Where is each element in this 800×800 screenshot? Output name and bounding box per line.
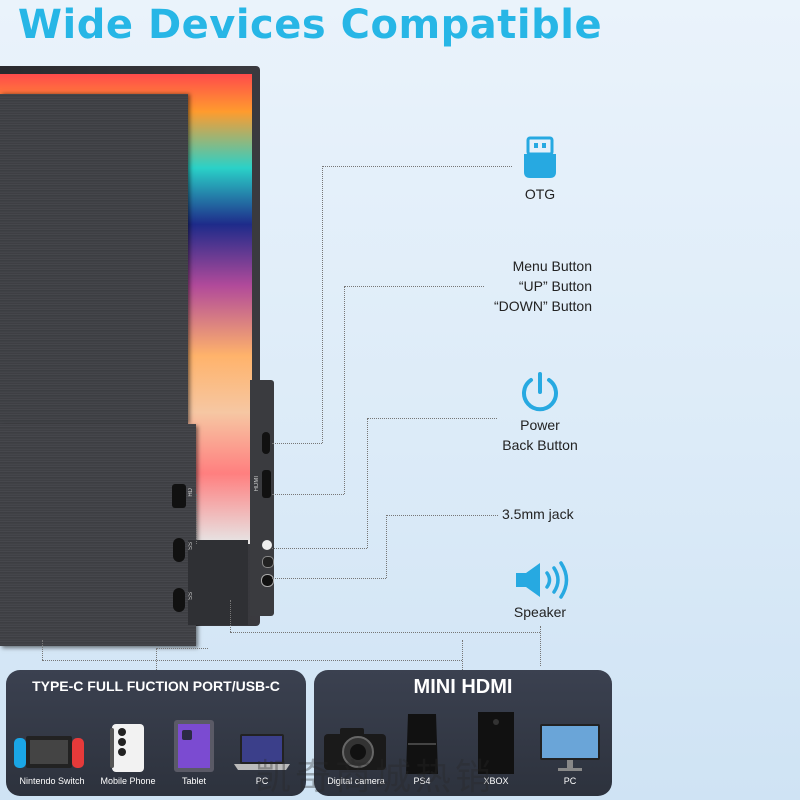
type-c-panel-title: TYPE-C FULL FUCTION PORT/USB-C — [32, 678, 280, 694]
device-name-switch: Nintendo Switch — [19, 776, 85, 786]
jack-label: 3.5mm jack — [502, 506, 574, 522]
otg-port — [262, 432, 270, 454]
leader-power-top — [367, 418, 497, 419]
leader-jack-h — [272, 578, 386, 579]
power-label: Power — [520, 417, 560, 433]
menu-knob — [262, 540, 272, 550]
mini-hdmi-panel: MINI HDMI Digital camera PS4 XBOX PC — [314, 670, 612, 796]
device-name-phone: Mobile Phone — [100, 776, 156, 786]
hdmi-port-label: HDMI — [254, 476, 260, 492]
back-button-label: Back Button — [502, 437, 578, 453]
leader-power-h — [272, 548, 367, 549]
speaker-icon — [516, 561, 569, 599]
leader-jack-top — [386, 515, 498, 516]
device-name-camera: Digital camera — [327, 776, 385, 786]
speaker-label: Speaker — [513, 604, 567, 620]
device-name-xbox: XBOX — [483, 776, 509, 786]
leader-hd-v — [196, 494, 197, 544]
power-icon — [522, 372, 558, 412]
audio-jack — [261, 574, 274, 587]
leader-power-v — [367, 418, 368, 548]
laptop-icon — [234, 734, 290, 770]
device-name-ps4: PS4 — [413, 776, 431, 786]
power-button — [262, 556, 274, 568]
monitor-side — [188, 540, 248, 625]
hd-port — [172, 484, 186, 508]
leader-bottom-mid-v — [156, 648, 157, 670]
usb-c-port-1-label: SS — [188, 542, 194, 551]
device-name-pc-left: PC — [255, 776, 269, 786]
leader-bottom-left-v — [42, 640, 43, 660]
ps4-icon — [406, 714, 438, 774]
watermark: 凯奇商城热销 — [255, 757, 496, 798]
leader-bottom-mid-h — [156, 648, 208, 649]
leader-otg-v — [322, 166, 323, 443]
leader-speaker-h — [230, 632, 540, 633]
tablet-icon — [174, 720, 214, 772]
hd-port-label: HD — [188, 488, 194, 497]
leader-menu-top — [344, 286, 484, 287]
down-button-label: “DOWN” Button — [493, 298, 592, 314]
monitor-icon — [540, 724, 600, 771]
page-title: Wide Devices Compatible — [17, 2, 603, 48]
mini-hdmi-panel-title: MINI HDMI — [413, 676, 513, 698]
device-name-tablet: Tablet — [181, 776, 207, 786]
usb-c-port-2-label: SS — [188, 592, 194, 601]
leader-jack-v — [386, 515, 387, 578]
device-name-pc-right: PC — [563, 776, 577, 786]
camera-icon — [324, 728, 386, 770]
leader-bottom-left-v2 — [462, 640, 463, 670]
up-button-label: “UP” Button — [518, 278, 592, 294]
otg-label: OTG — [524, 186, 556, 202]
cover-bottom — [0, 424, 196, 646]
usb-c-port-2 — [173, 588, 185, 612]
usb-icon — [524, 136, 556, 178]
menu-button-label: Menu Button — [512, 258, 592, 274]
leader-otg-h — [272, 443, 322, 444]
nintendo-switch-icon — [14, 736, 84, 768]
leader-speaker-v2 — [230, 600, 231, 632]
leader-speaker-v — [540, 626, 541, 666]
usb-c-port-1 — [173, 538, 185, 562]
xbox-icon — [478, 712, 514, 774]
mobile-phone-icon — [110, 724, 144, 772]
leader-menu-v — [344, 286, 345, 494]
type-c-panel: TYPE-C FULL FUCTION PORT/USB-C Nintendo … — [6, 670, 306, 796]
hdmi-port — [262, 470, 271, 498]
leader-bottom-left-h — [42, 660, 462, 661]
leader-otg-top — [322, 166, 512, 167]
cover-top — [0, 94, 188, 424]
leader-menu-h — [272, 494, 344, 495]
